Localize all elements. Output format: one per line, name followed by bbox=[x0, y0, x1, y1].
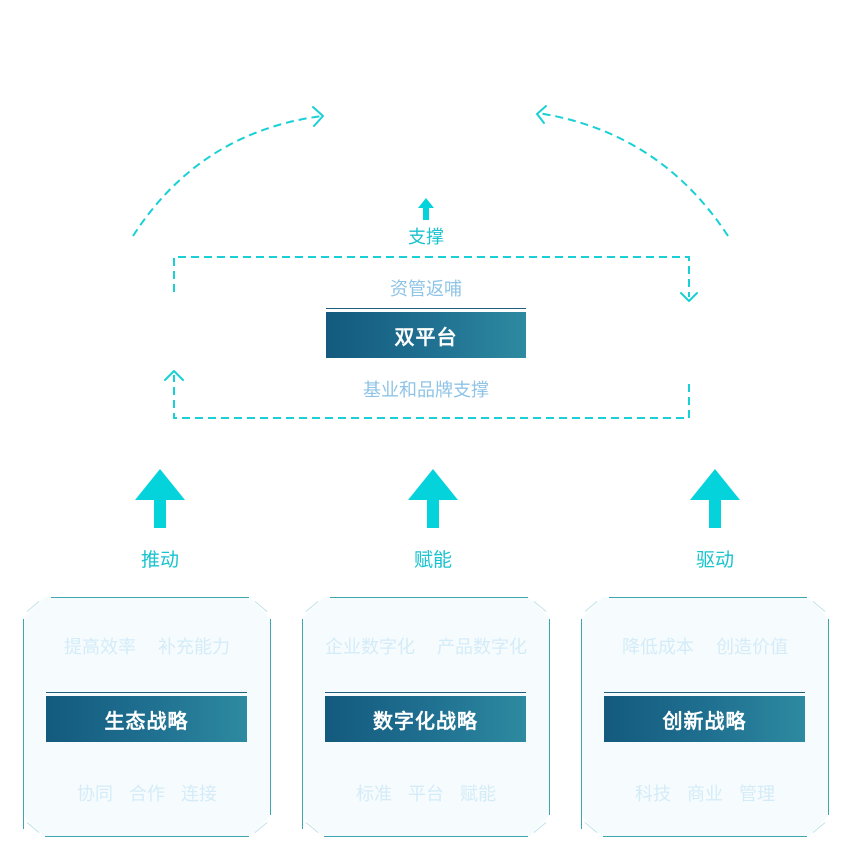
card-title-box: 生态战略 bbox=[46, 696, 247, 742]
card-item: 商业 bbox=[687, 784, 723, 805]
card-top-items: 企业数字化 产品数字化 bbox=[302, 633, 550, 659]
card-item: 平台 bbox=[408, 784, 444, 805]
card-title: 数字化战略 bbox=[373, 708, 478, 733]
card-item: 提高效率 bbox=[64, 637, 136, 658]
driver-arrow-icon-3 bbox=[690, 469, 740, 528]
card-top-items: 降低成本 创造价值 bbox=[581, 633, 829, 659]
driver-arrow-icon-1 bbox=[135, 469, 185, 528]
platform-title-line bbox=[326, 308, 526, 309]
right-arc-arrowhead-icon bbox=[536, 105, 547, 124]
platform-title: 双平台 bbox=[394, 324, 458, 349]
right-curved-arc bbox=[537, 112, 729, 237]
left-curved-arc bbox=[132, 115, 323, 237]
card-item: 产品数字化 bbox=[437, 637, 527, 658]
card-item: 赋能 bbox=[460, 784, 496, 805]
strategy-card-ecology: 提高效率 补充能力 生态战略 协同 合作 连接 bbox=[23, 597, 271, 837]
card-item: 企业数字化 bbox=[325, 637, 415, 658]
strategy-card-digital: 企业数字化 产品数字化 数字化战略 标准 平台 赋能 bbox=[302, 597, 550, 837]
driver-arrow-icon-2 bbox=[408, 469, 458, 528]
card-bottom-items: 科技 商业 管理 bbox=[581, 780, 829, 806]
card-item: 协同 bbox=[77, 784, 113, 805]
card-item: 创造价值 bbox=[716, 637, 788, 658]
card-item: 降低成本 bbox=[622, 637, 694, 658]
lower-loop-arrowhead-icon bbox=[164, 370, 184, 381]
card-item: 补充能力 bbox=[158, 637, 230, 658]
card-item: 连接 bbox=[181, 784, 217, 805]
card-item: 管理 bbox=[739, 784, 775, 805]
card-item: 标准 bbox=[356, 784, 392, 805]
platform-bottom-label: 基业和品牌支撑 bbox=[363, 380, 489, 401]
card-title-box: 创新战略 bbox=[604, 696, 805, 742]
card-title-line bbox=[604, 692, 805, 693]
left-arc-arrowhead-icon bbox=[312, 106, 324, 127]
card-title-line bbox=[325, 692, 526, 693]
platform-top-label: 资管返哺 bbox=[390, 279, 462, 300]
platform-title-box: 双平台 bbox=[326, 312, 526, 358]
card-top-items: 提高效率 补充能力 bbox=[23, 633, 271, 659]
driver-label-2: 赋能 bbox=[413, 549, 452, 571]
upper-loop-line bbox=[173, 256, 690, 297]
strategy-card-innovation: 降低成本 创造价值 创新战略 科技 商业 管理 bbox=[581, 597, 829, 837]
support-arrow-icon bbox=[418, 198, 434, 220]
card-item: 科技 bbox=[635, 784, 671, 805]
card-title: 创新战略 bbox=[662, 708, 747, 733]
card-item: 合作 bbox=[129, 784, 165, 805]
card-title-line bbox=[46, 692, 247, 693]
driver-label-3: 驱动 bbox=[695, 549, 734, 571]
driver-label-1: 推动 bbox=[140, 549, 179, 571]
support-label: 支撑 bbox=[408, 227, 444, 248]
card-title-box: 数字化战略 bbox=[325, 696, 526, 742]
card-bottom-items: 协同 合作 连接 bbox=[23, 780, 271, 806]
card-title: 生态战略 bbox=[104, 708, 189, 733]
upper-loop-arrowhead-icon bbox=[680, 292, 698, 302]
lower-loop-line bbox=[173, 375, 690, 419]
card-bottom-items: 标准 平台 赋能 bbox=[302, 780, 550, 806]
